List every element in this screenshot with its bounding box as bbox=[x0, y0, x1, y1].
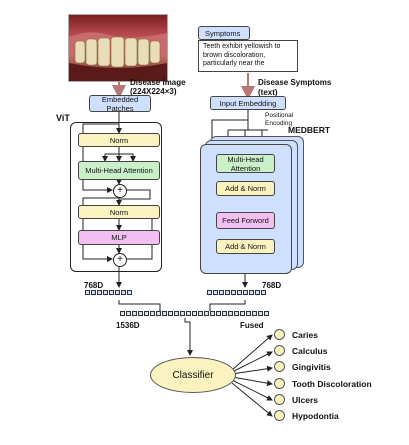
vit-add-circle-1: + bbox=[113, 184, 127, 198]
fused-label: Fused bbox=[240, 321, 264, 330]
vit-norm-1: Norm bbox=[78, 133, 160, 147]
vit-norm-2: Norm bbox=[78, 205, 160, 219]
class-label: Hypodontia bbox=[292, 410, 339, 421]
class-ulcers: Ulcers bbox=[274, 394, 318, 405]
class-calculus: Calculus bbox=[274, 345, 327, 356]
symptoms-header: Symptoms bbox=[198, 26, 250, 40]
vit-dim-label: 768D bbox=[84, 281, 104, 290]
class-dot bbox=[274, 378, 285, 389]
class-gingivitis: Gingivitis bbox=[274, 361, 331, 372]
vit-mlp: MLP bbox=[78, 230, 160, 245]
classifier-ellipse: Classifier bbox=[150, 357, 236, 393]
class-label: Ulcers bbox=[292, 394, 318, 405]
class-dot bbox=[274, 394, 285, 405]
vit-block bbox=[70, 122, 162, 272]
class-label: Calculus bbox=[292, 345, 328, 356]
class-dot bbox=[274, 410, 285, 421]
class-hypodontia: Hypodontia bbox=[274, 410, 339, 421]
disease-image bbox=[68, 14, 168, 82]
class-label: Caries bbox=[292, 329, 318, 340]
vit-feature-vector bbox=[85, 290, 133, 296]
symptoms-caption: Disease Symptoms (text) bbox=[258, 78, 332, 97]
input-embedding-box: Input Embedding bbox=[210, 96, 286, 110]
image-caption: Disease Image bbox=[130, 78, 186, 87]
vit-add-circle-2: + bbox=[113, 253, 127, 267]
medbert-title: MEDBERT bbox=[288, 125, 331, 135]
class-tooth-discoloration: Tooth Discoloration bbox=[274, 378, 372, 389]
medbert-feed-forward: Feed Forword bbox=[216, 212, 275, 229]
medbert-dim-label: 768D bbox=[262, 281, 282, 290]
medbert-add-norm-1: Add & Norm bbox=[216, 181, 275, 196]
class-label: Gingivitis bbox=[292, 361, 331, 372]
class-caries: Caries bbox=[274, 329, 318, 340]
medbert-multi-head-attention: Multi-Head Attention bbox=[216, 154, 275, 173]
positional-encoding-label: Positional Encoding bbox=[265, 112, 294, 127]
medbert-add-norm-2: Add & Norm bbox=[216, 239, 275, 254]
symptoms-text: Teeth exhibit yellowish to brown discolo… bbox=[198, 40, 298, 72]
vit-multi-head-attention: Multi-Head Attention bbox=[78, 161, 160, 180]
fused-feature-vector bbox=[120, 311, 270, 317]
class-label: Tooth Discoloration bbox=[292, 378, 372, 389]
image-dims: (224X224×3) bbox=[130, 87, 177, 96]
class-dot bbox=[274, 329, 285, 340]
embedded-patches-box: Embedded Patches bbox=[89, 95, 151, 113]
class-dot bbox=[274, 361, 285, 372]
fused-dim-label: 1536D bbox=[116, 321, 140, 330]
class-dot bbox=[274, 345, 285, 356]
vit-title: ViT bbox=[56, 113, 70, 123]
medbert-feature-vector bbox=[207, 290, 267, 296]
